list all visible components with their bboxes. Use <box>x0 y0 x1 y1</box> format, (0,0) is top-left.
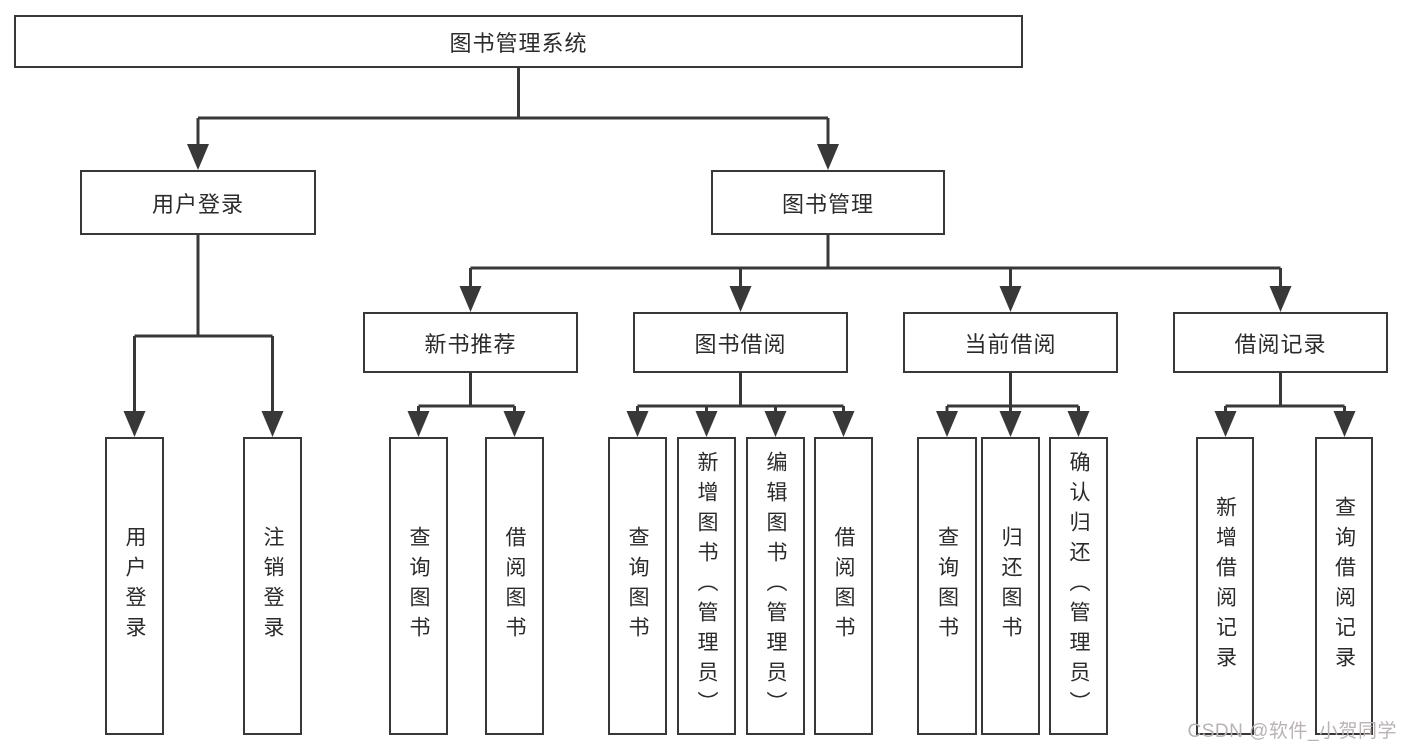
leaf-current-query-book: 查询图书 <box>917 437 977 735</box>
leaf-recommend-borrow-book: 借阅图书 <box>485 437 544 735</box>
node-new-book-recommend: 新书推荐 <box>363 312 578 373</box>
leaf-current-confirm-return-admin: 确认归还（管理员） <box>1049 437 1108 735</box>
leaf-records-add-record: 新增借阅记录 <box>1196 437 1254 735</box>
leaf-borrow-query-book: 查询图书 <box>608 437 667 735</box>
leaf-borrow-edit-book-admin: 编辑图书（管理员） <box>746 437 805 735</box>
node-book-borrow: 图书借阅 <box>633 312 848 373</box>
leaf-logout-login: 注销登录 <box>243 437 302 735</box>
leaf-borrow-add-book-admin: 新增图书（管理员） <box>677 437 736 735</box>
node-current-borrow: 当前借阅 <box>903 312 1118 373</box>
leaf-recommend-query-book: 查询图书 <box>389 437 448 735</box>
leaf-borrow-borrow-book: 借阅图书 <box>814 437 873 735</box>
leaf-user-login: 用户登录 <box>105 437 164 735</box>
node-library-system: 图书管理系统 <box>14 15 1023 68</box>
node-borrow-records: 借阅记录 <box>1173 312 1388 373</box>
leaf-current-return-book: 归还图书 <box>981 437 1040 735</box>
leaf-records-query-record: 查询借阅记录 <box>1315 437 1373 735</box>
node-user-login: 用户登录 <box>80 170 316 235</box>
csdn-watermark: CSDN @软件_小贺同学 <box>1187 721 1397 742</box>
node-book-management: 图书管理 <box>711 170 945 235</box>
